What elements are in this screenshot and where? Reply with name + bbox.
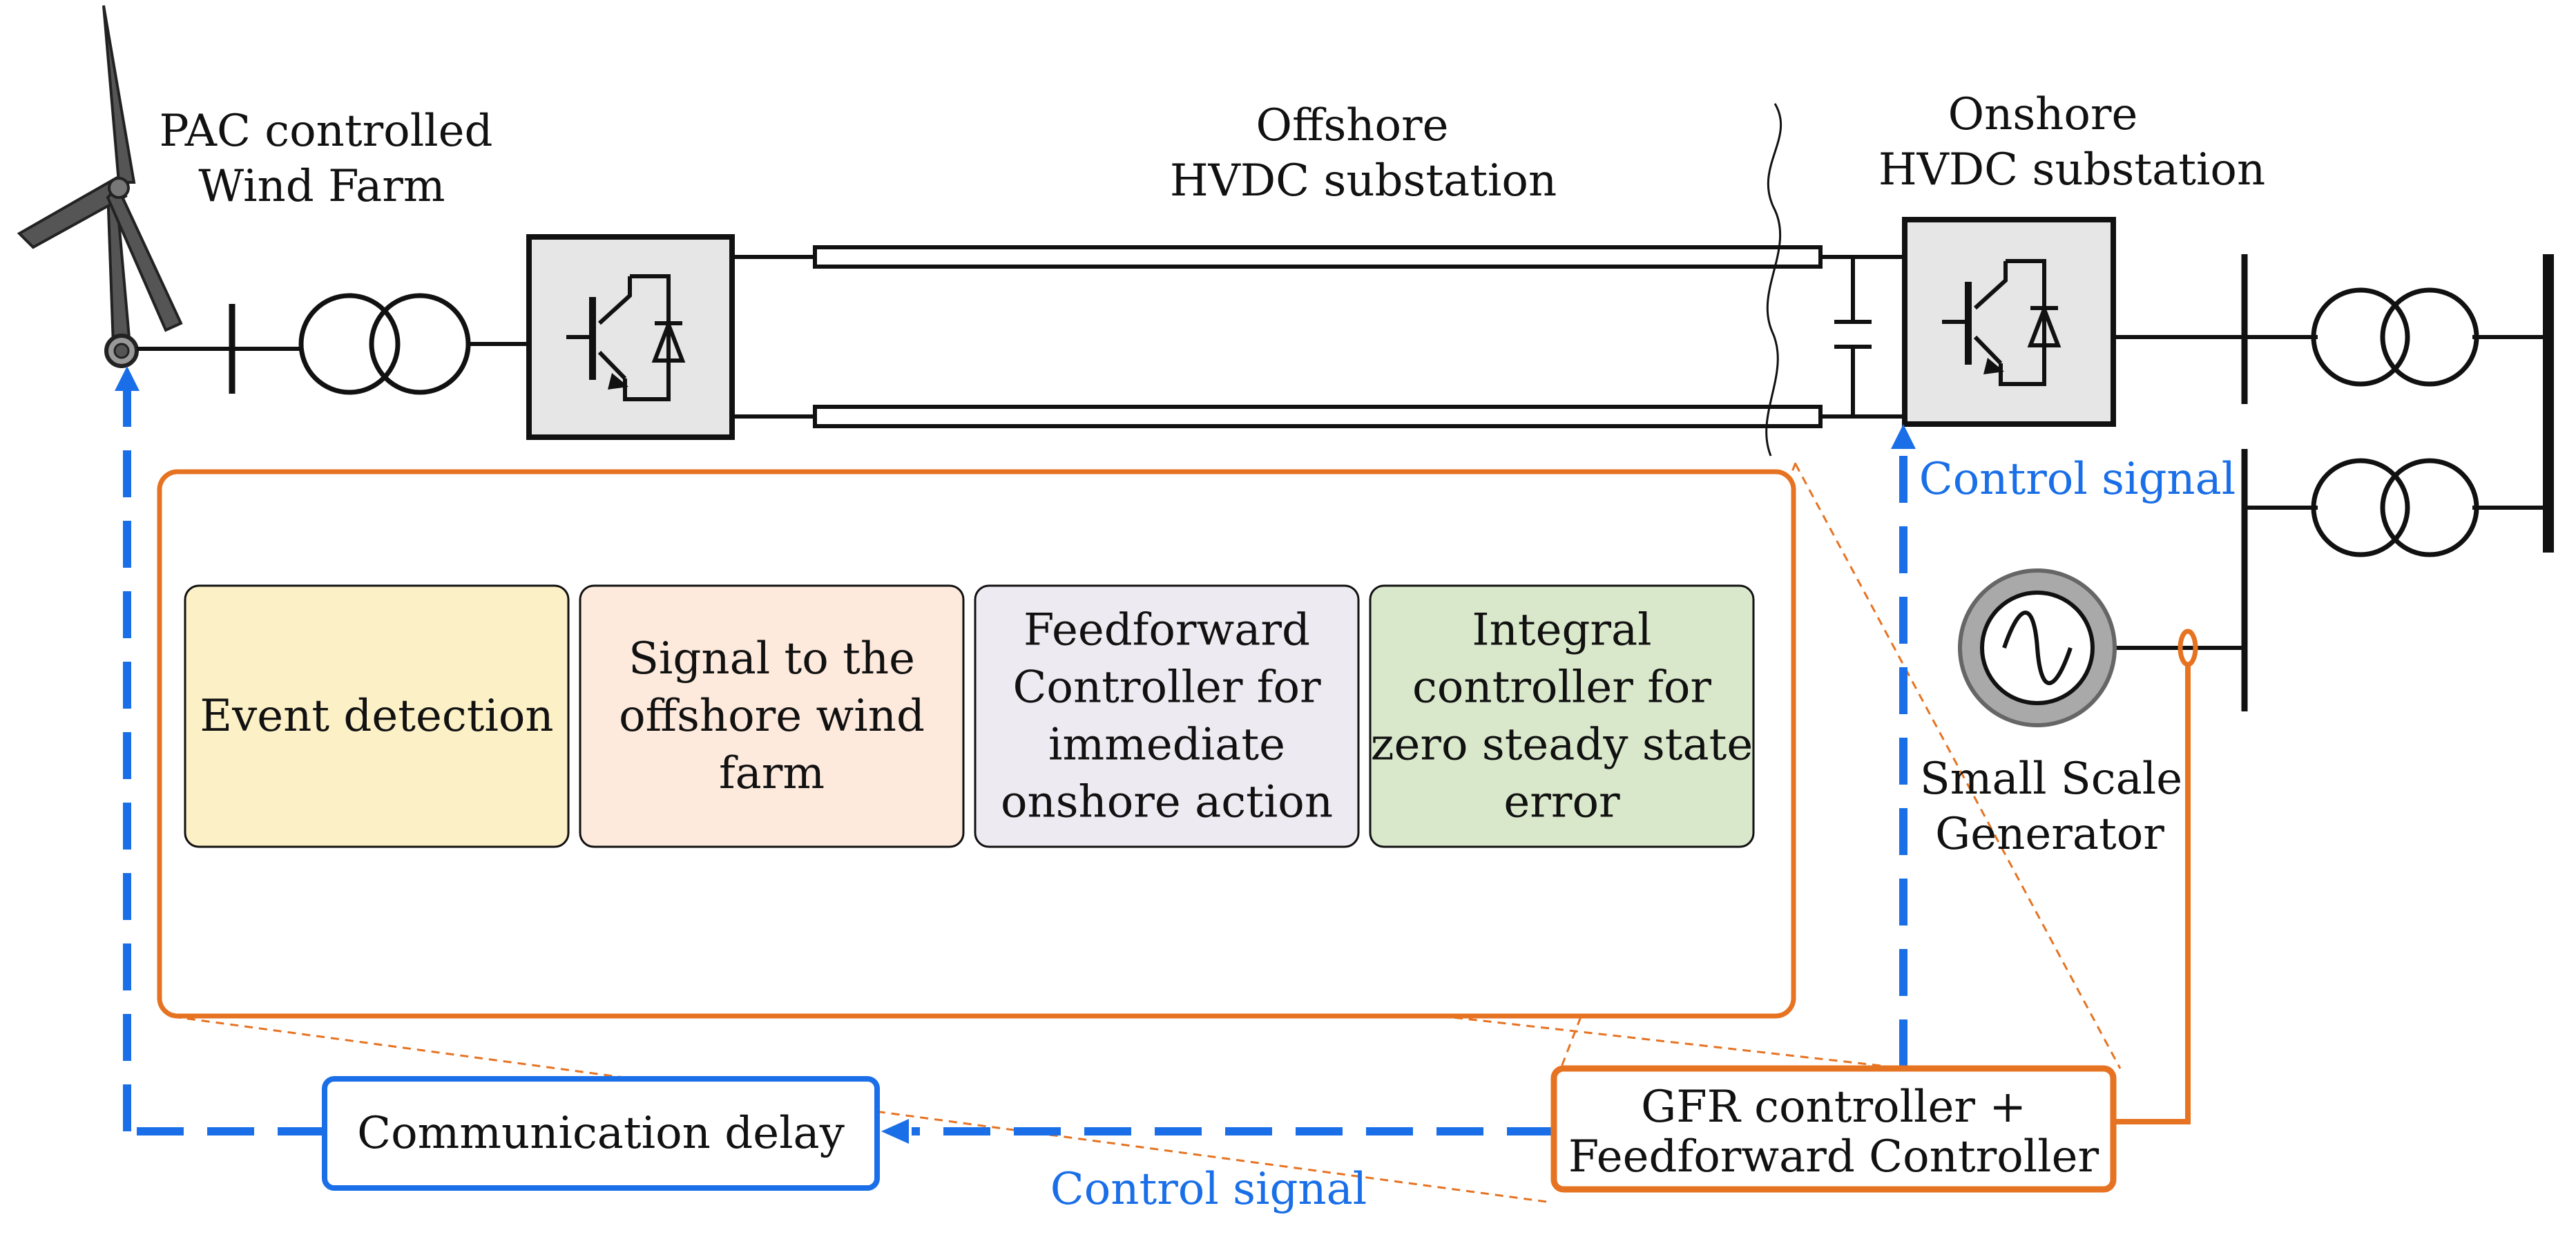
controller-block-label: Controller for [1012, 662, 1321, 713]
wind-farm-label-line1: PAC controlled [160, 106, 493, 157]
controller-block-label: Signal to the [628, 633, 915, 684]
controller-block-label: farm [719, 748, 825, 799]
controller-block-label: controller for [1412, 662, 1711, 713]
gfr-controller-line2: Feedforward Controller [1568, 1131, 2099, 1182]
onshore-transformer-icon [2311, 287, 2479, 387]
onshore-label-line1: Onshore [1948, 89, 2138, 140]
controller-block-box [974, 584, 1360, 848]
controller-block-box [1369, 584, 1755, 848]
controller-block: Event detection [184, 584, 570, 848]
arrowhead-icon [115, 366, 140, 391]
controller-block-label: Feedforward [1023, 605, 1310, 656]
arrowhead-icon [881, 1119, 909, 1144]
controller-block-box [579, 584, 965, 848]
control-signal-lines [123, 387, 1907, 1135]
onshore-converter-icon [1902, 217, 2116, 427]
controller-block-label: Event detection [200, 691, 553, 742]
generator-label-line1: Small Scale [1920, 754, 2182, 805]
controller-block-label: immediate [1048, 720, 1285, 771]
controller-blocks: Event detection Signal to the offshore win… [184, 584, 1755, 848]
wind-turbine-icon [17, 5, 183, 368]
controller-block-label: Integral [1472, 605, 1651, 656]
controller-block-box [184, 584, 570, 848]
communication-delay-box: Communication delay [322, 1076, 880, 1191]
controller-block-label: zero steady state [1371, 720, 1753, 771]
onshore-label-line2: HVDC substation [1878, 144, 2265, 195]
wind-farm-label-line2: Wind Farm [198, 161, 445, 212]
offshore-transformer-icon [298, 293, 471, 395]
control-signal-label-bottom: Control signal [1050, 1164, 1367, 1215]
communication-delay-label: Communication delay [357, 1108, 845, 1159]
controller-block: Integral controller for zero steady state e… [1369, 584, 1755, 848]
cable-break-line [1765, 103, 1782, 457]
controller-block-label: offshore wind [619, 691, 925, 742]
control-signal-label-top: Control signal [1919, 454, 2236, 505]
offshore-converter-icon [526, 234, 735, 440]
measurement-signal-line [2113, 629, 2198, 1124]
controller-block-label: onshore action [1001, 777, 1333, 828]
controller-block-label: error [1503, 777, 1620, 828]
controller-block: Signal to the offshore wind farm [579, 584, 965, 848]
grid-transformer-icon [2311, 458, 2479, 557]
onshore-ac-bus [2113, 254, 2554, 711]
offshore-label-line1: Offshore [1256, 100, 1449, 151]
arrowhead-icon [1891, 424, 1916, 449]
generator-label-line2: Generator [1935, 809, 2164, 860]
gfr-controller-box: GFR controller + Feedforward Controller [1550, 1065, 2117, 1193]
hvdc-cable [732, 245, 1905, 428]
generator-icon [1958, 568, 2117, 727]
gfr-controller-line1: GFR controller + [1641, 1082, 2026, 1133]
offshore-ac-bus [137, 304, 530, 394]
offshore-label-line2: HVDC substation [1170, 155, 1557, 207]
